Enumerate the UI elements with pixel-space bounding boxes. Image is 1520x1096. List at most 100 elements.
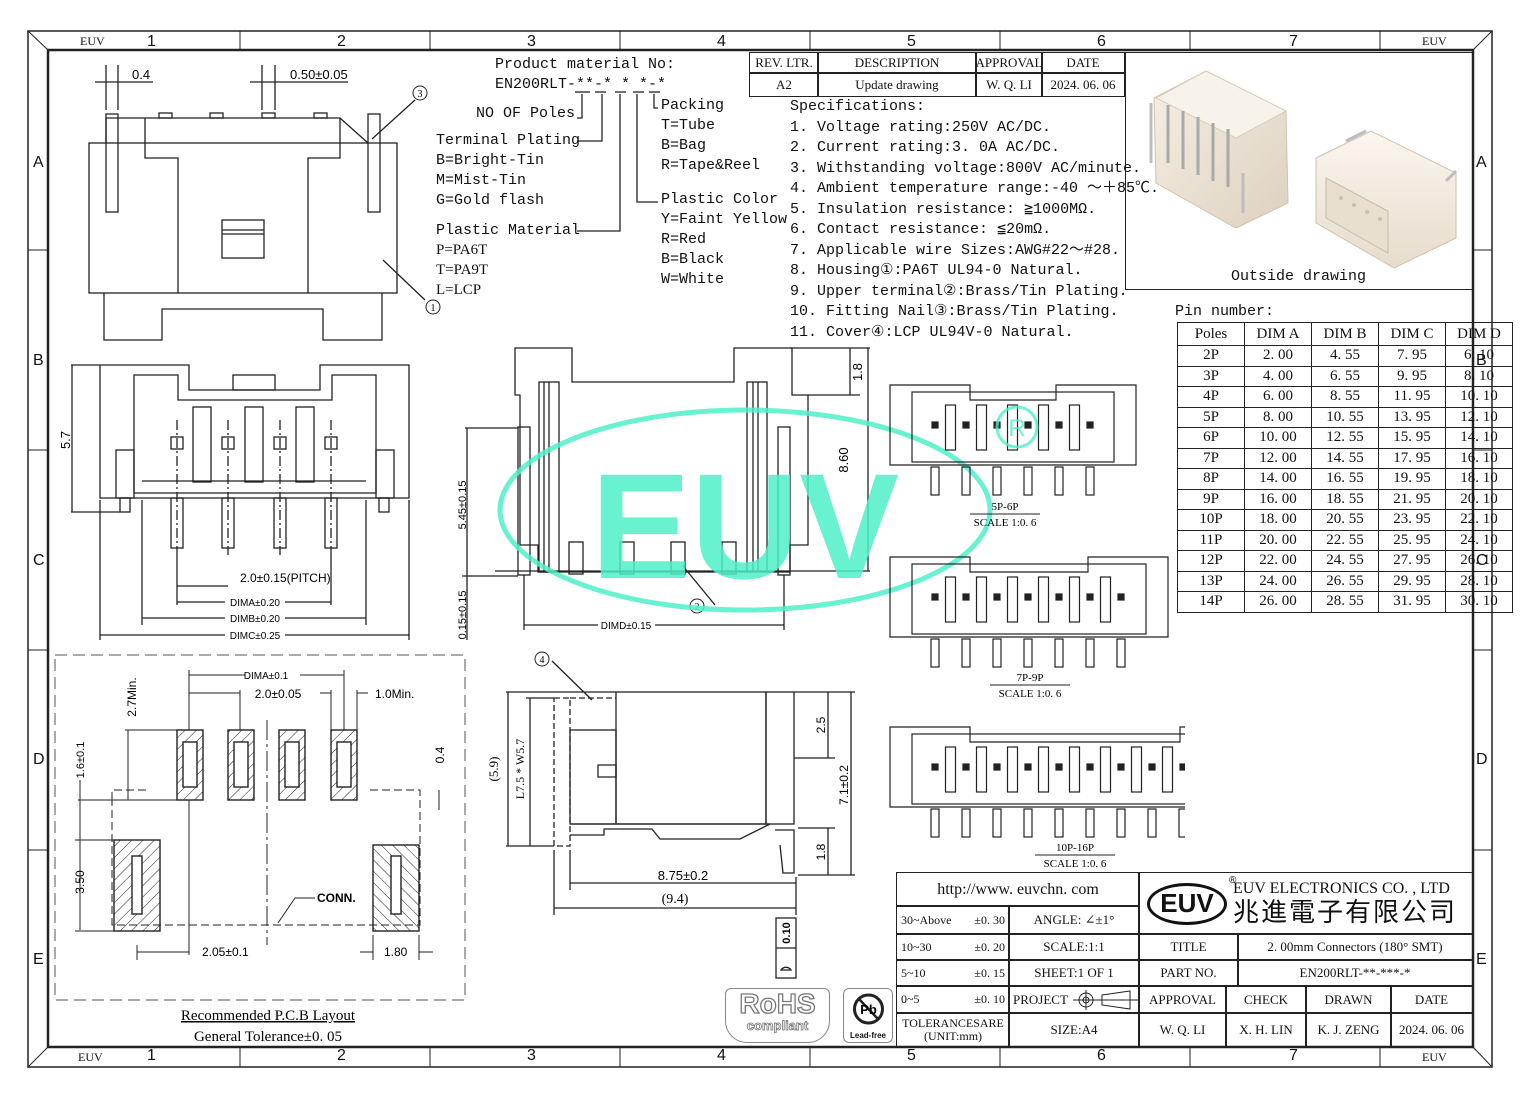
pcb-pitch: 2.0±0.05 (255, 687, 302, 701)
outside-drawing-label: Outside drawing (1231, 268, 1367, 285)
variant-terminal (1023, 638, 1033, 668)
frame-corner-label: EUV (78, 1050, 103, 1064)
tolerance-row: 0~5±0. 10 (896, 985, 1010, 1014)
pin-table-cell: 16. 55 (1311, 468, 1379, 490)
website-url[interactable]: http://www. euvchn. com (896, 872, 1140, 907)
frame-column-label: 2 (337, 1047, 346, 1064)
variant-pin (931, 593, 939, 601)
product-code-title: Product material No: (495, 56, 676, 73)
company-name-cn: 兆進電子有限公司 (1233, 897, 1458, 927)
pcb-dima: DIMA±0.1 (244, 671, 289, 682)
pin-table-cell: 4. 00 (1244, 365, 1312, 387)
pin-table-cell: 15. 95 (1378, 427, 1446, 449)
variant-rib (975, 576, 988, 623)
spec-item: 3. Withstanding voltage:800V AC/minute. (790, 159, 1142, 177)
variant-pin (962, 421, 970, 429)
variant-pin (1024, 593, 1032, 601)
variant-rib (944, 576, 957, 623)
pin-table-cell: 10. 55 (1311, 406, 1379, 428)
variant-scale-5p-6p: SCALE 1:0. 6 (974, 517, 1037, 529)
title-label: TITLE (1138, 933, 1239, 961)
pin-table-cell: 12. 00 (1244, 447, 1312, 469)
frame-column-label: 4 (717, 33, 726, 50)
variant-pin (993, 763, 1001, 771)
sign-header: APPROVAL (1138, 985, 1227, 1014)
variant-terminal (1023, 808, 1033, 838)
product-code-leaders (575, 91, 660, 232)
tolerance-value: ±0. 20 (974, 939, 1005, 954)
tolerance-range: 10~30 (901, 939, 932, 954)
pin-table-cell: 8. 55 (1311, 386, 1379, 408)
angle-tolerance: ANGLE: ∠±1° (1008, 905, 1140, 935)
frame-corner-label: EUV (80, 34, 105, 48)
pin-table-header: DIM A (1244, 322, 1312, 346)
variant-rib (1068, 576, 1081, 623)
tolerance-note-text: TOLERANCESARE (902, 1015, 1004, 1030)
dim-0-15: 0.15±0.15 (457, 591, 469, 640)
frame-row-label: A (1476, 154, 1487, 171)
euv-logo: EUV (1147, 882, 1227, 925)
scale-value: SCALE:1:1 (1008, 933, 1140, 961)
lead-free-text: Lead-free (849, 1031, 886, 1040)
variant-pin (1179, 763, 1185, 771)
variant-housing (889, 384, 1137, 466)
pin-table-cell: 23. 95 (1378, 509, 1446, 531)
pin-table-cell: 31. 95 (1378, 591, 1446, 613)
project-label: PROJECT (1013, 991, 1068, 1007)
sign-header: DATE (1390, 985, 1473, 1014)
dim-5-7: 5.7 (58, 431, 73, 449)
variant-terminal (961, 466, 971, 496)
variant-terminal (1054, 638, 1064, 668)
variant-cavity (911, 391, 1115, 463)
pcb-conn-label: CONN. (317, 891, 356, 905)
pin-table-cell: 14. 00 (1244, 468, 1312, 490)
plastic-material-title: Plastic Material (436, 222, 581, 239)
specifications-title: Specifications: (790, 98, 926, 115)
plastic-color-option: Y=Faint Yellow (661, 211, 788, 228)
sign-header: DRAWN (1305, 985, 1392, 1014)
sheet-size: SIZE:A4 (1008, 1012, 1140, 1047)
dim-dimb: DIMB±0.20 (230, 614, 280, 625)
frame-row-label: C (33, 552, 45, 569)
variant-rib (1006, 576, 1019, 623)
flatness-value: 0.10 (781, 922, 793, 943)
pin-table-cell: 10. 10 (1445, 386, 1513, 408)
pin-table-cell: 25. 95 (1378, 529, 1446, 551)
tolerance-note: TOLERANCESARE (UNIT:mm) (896, 1012, 1010, 1047)
pin-table-cell: 2. 00 (1244, 345, 1312, 367)
frame-corner-label: EUV (1422, 1050, 1447, 1064)
variant-scale-7p-9p: SCALE 1:0. 6 (999, 688, 1062, 700)
pin-table-cell: 8. 10 (1445, 365, 1513, 387)
pin-table-header: DIM D (1445, 322, 1513, 346)
spec-item: 4. Ambient temperature range:-40 ～＋85℃. (790, 180, 1160, 197)
sheet-value: SHEET:1 OF 1 (1008, 959, 1140, 987)
pcb-2-05: 2.05±0.1 (202, 945, 249, 959)
variant-pin (1086, 593, 1094, 601)
pin-table-cell: 28. 55 (1311, 591, 1379, 613)
frame-column-label: 5 (907, 1047, 916, 1064)
pin-contact (221, 436, 235, 450)
pin-table-cell: 14P (1177, 591, 1245, 613)
variant-rib (975, 746, 988, 793)
company-logo-block: EUV EUV ELECTRONICS CO. , LTD 兆進電子有限公司 ® (1138, 872, 1473, 935)
variant-terminal (961, 808, 971, 838)
lead-free-badge: Pb Lead-free (843, 988, 893, 1043)
sign-value: X. H. LIN (1225, 1012, 1307, 1047)
sign-value: 2024. 06. 06 (1390, 1012, 1473, 1047)
packing-option: B=Bag (661, 137, 707, 154)
spec-item: 11. Cover④:LCP UL94V-0 Natural. (790, 323, 1074, 341)
plastic-material-option: L=LCP (436, 282, 482, 298)
dim-0-4: 0.4 (132, 67, 150, 82)
dim-dima: DIMA±0.20 (230, 598, 280, 609)
frame-row-label: E (33, 951, 44, 968)
variant-pin (931, 421, 939, 429)
pin-contact (324, 436, 338, 450)
variant-rib (1068, 404, 1081, 451)
terminal-plating-option: B=Bright-Tin (436, 152, 545, 169)
dim-8-75: 8.75±0.2 (658, 868, 709, 883)
frame-row-label: D (1476, 751, 1488, 768)
variant-terminal (1085, 466, 1095, 496)
rev-header: REV. LTR. (749, 52, 819, 74)
pin-table-cell: 26. 10 (1445, 550, 1513, 572)
